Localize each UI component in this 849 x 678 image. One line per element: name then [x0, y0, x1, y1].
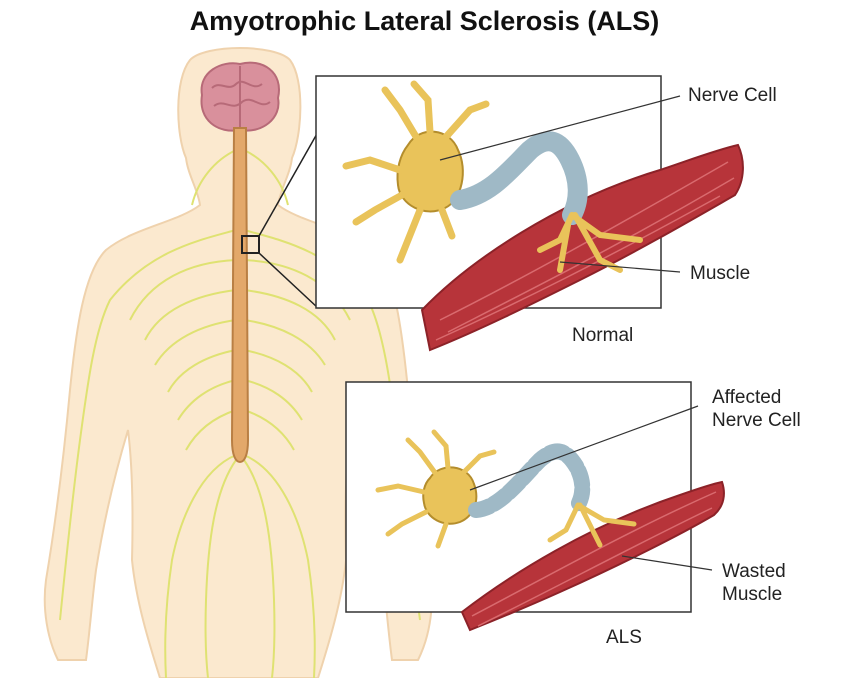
wasted-muscle-label-line1: Wasted — [722, 560, 786, 583]
affected-nerve-cell-label-line2: Nerve Cell — [712, 409, 801, 432]
affected-nerve-cell — [423, 467, 476, 523]
wasted-muscle-label-line2: Muscle — [722, 583, 782, 606]
spinal-cord — [232, 128, 248, 462]
nerve-cell-label: Nerve Cell — [688, 84, 777, 107]
muscle-label: Muscle — [690, 262, 750, 285]
normal-caption: Normal — [572, 324, 633, 347]
affected-nerve-cell-label-line1: Affected — [712, 386, 781, 409]
als-caption: ALS — [606, 626, 642, 649]
als-panel — [346, 382, 724, 630]
